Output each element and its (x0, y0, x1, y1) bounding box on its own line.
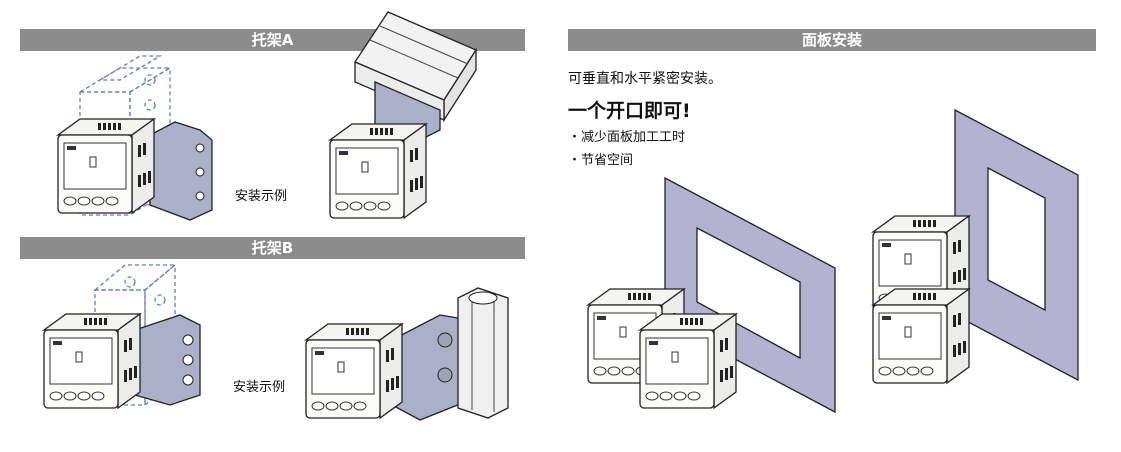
bracket-b-title-bar: 托架B (20, 237, 525, 259)
bracket-a-mounted-illustration (329, 11, 477, 219)
bracket-b-exploded-illustration (43, 263, 201, 409)
panel-headline: 一个开口即可! (568, 100, 691, 122)
panel-horizontal-illustration (587, 176, 836, 414)
bracket-b-title: 托架B (251, 239, 294, 257)
panel-intro: 可垂直和水平紧密安装。 (568, 71, 722, 87)
panel-mount-title: 面板安装 (801, 31, 862, 49)
panel-mount-title-bar: 面板安装 (568, 29, 1096, 51)
panel-bullet-2: ・节省空间 (568, 153, 634, 168)
bracket-a-title: 托架A (251, 31, 294, 49)
bracket-a-exploded-illustration (57, 55, 213, 221)
panel-bullet-1: ・减少面板加工工时 (568, 130, 686, 145)
bracket-b-mounted-illustration (305, 287, 509, 421)
bracket-b-caption: 安装示例 (233, 380, 285, 395)
panel-vertical-illustration (872, 108, 1079, 384)
bracket-a-caption: 安装示例 (235, 189, 287, 204)
